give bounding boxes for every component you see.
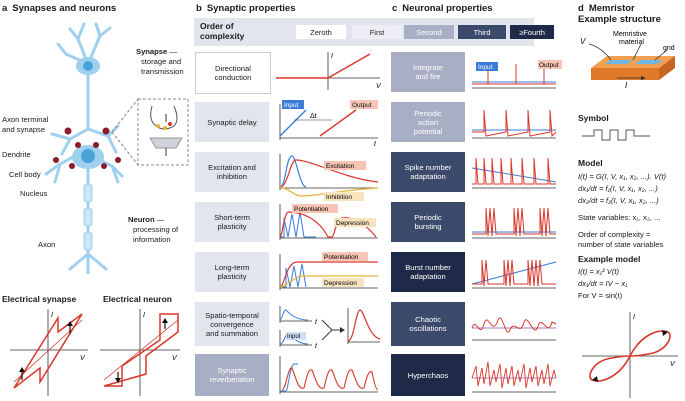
dendrite-label: Dendrite <box>2 150 31 159</box>
c-input-label: Input <box>478 64 493 71</box>
d-memristive-1: Memristive <box>613 31 647 38</box>
axon-label: Axon <box>38 240 56 249</box>
order-complexity-2: number of state variables <box>578 240 664 249</box>
b-axis-i: I <box>331 53 333 60</box>
order-fourth: ≥Fourth <box>510 25 554 39</box>
state-variables: State variables: x₁, x₂, ... <box>578 213 661 222</box>
neu-hyperchaos: Hyperchaos <box>391 354 465 396</box>
svg-text:t: t <box>374 141 377 148</box>
d-axis-i: I <box>633 314 635 321</box>
model-eq-2: dx₁/dt = f₁(I, V, x₁, x₂, ...) <box>578 184 658 193</box>
memristor-symbol <box>582 129 650 141</box>
axon-terminal-label-2: and synapse <box>2 125 46 134</box>
synapse-label-3: transmission <box>141 67 184 76</box>
neuron-label: Neuron — <box>128 215 165 224</box>
example-eq-3: For V = sin(t) <box>578 291 623 300</box>
nucleus-label: Nucleus <box>20 189 48 198</box>
b-input-label: Input <box>284 102 299 109</box>
example-model-title: Example model <box>578 254 641 264</box>
d-axis-v: V <box>670 361 676 368</box>
b-excitation-label: Excitation <box>326 163 355 170</box>
neuron-label-2: processing of <box>133 225 179 234</box>
svg-text:t: t <box>315 319 318 326</box>
neuronal-plots: Input Output <box>471 60 562 393</box>
synaptic-plots: I V Input Output Δt t Excitation Inhibit… <box>276 52 382 394</box>
c-output-label: Output <box>539 62 559 69</box>
b-depression-label-2: Depression <box>324 280 357 287</box>
neuron-label-3: information <box>133 235 171 244</box>
memristor-iv-plot: I V <box>582 312 678 398</box>
svg-text:t: t <box>315 343 318 350</box>
order-complexity-1: Order of complexity = <box>578 230 651 239</box>
es-axis-i: I <box>51 312 53 319</box>
b-potentiation-label: Potentiation <box>294 206 329 213</box>
panel-d-subtitle: Example structure <box>578 14 661 25</box>
electrical-neuron-title: Electrical neuron <box>103 294 172 304</box>
synapse-label-2: storage and <box>141 57 182 66</box>
b-potentiation-label-2: Potentiation <box>324 254 359 261</box>
memristor-structure: V I Memristive material gnd <box>580 31 675 90</box>
electrical-iv-plots: I V I V <box>10 309 180 396</box>
en-axis-v: V <box>172 355 178 362</box>
syn-synaptic-delay: Synaptic delay <box>195 102 269 142</box>
model-eq-1: I(t) = G(I, V, x₁, x₂, ...). V(t) <box>578 172 667 181</box>
b-input-label-2: Input <box>287 334 301 340</box>
d-v-label: V <box>580 37 586 46</box>
b-output-label: Output <box>352 102 372 109</box>
d-i-label: I <box>625 81 628 90</box>
symbol-title: Symbol <box>578 113 609 123</box>
b-inhibition-label: Inhibition <box>326 194 352 201</box>
example-eq-2: dx₁/dt = IV − x₁ <box>578 279 628 288</box>
b-axis-v: V <box>376 83 382 90</box>
d-gnd: gnd <box>663 45 675 52</box>
cell-body-label: Cell body <box>9 170 41 179</box>
model-title: Model <box>578 158 603 168</box>
en-axis-i: I <box>143 312 145 319</box>
order-zeroth: Zeroth <box>296 25 346 39</box>
axon-terminal-label: Axon terminal <box>2 115 49 124</box>
electrical-synapse-title: Electrical synapse <box>2 294 77 304</box>
order-second: Second <box>404 25 454 39</box>
es-axis-v: V <box>80 355 86 362</box>
b-depression-label: Depression <box>336 220 369 227</box>
d-memristive-2: material <box>619 39 644 46</box>
b-delta-t: Δt <box>310 113 317 120</box>
example-eq-1: I(t) = x₁² V(t) <box>578 267 619 276</box>
synapse-label: Synapse — <box>136 47 177 56</box>
model-eq-3: dx₂/dt = f₂(I, V, x₁, x₂, ...) <box>578 196 659 205</box>
order-third: Third <box>458 25 506 39</box>
order-first: First <box>352 25 402 39</box>
neuron-illustration <box>44 22 189 274</box>
